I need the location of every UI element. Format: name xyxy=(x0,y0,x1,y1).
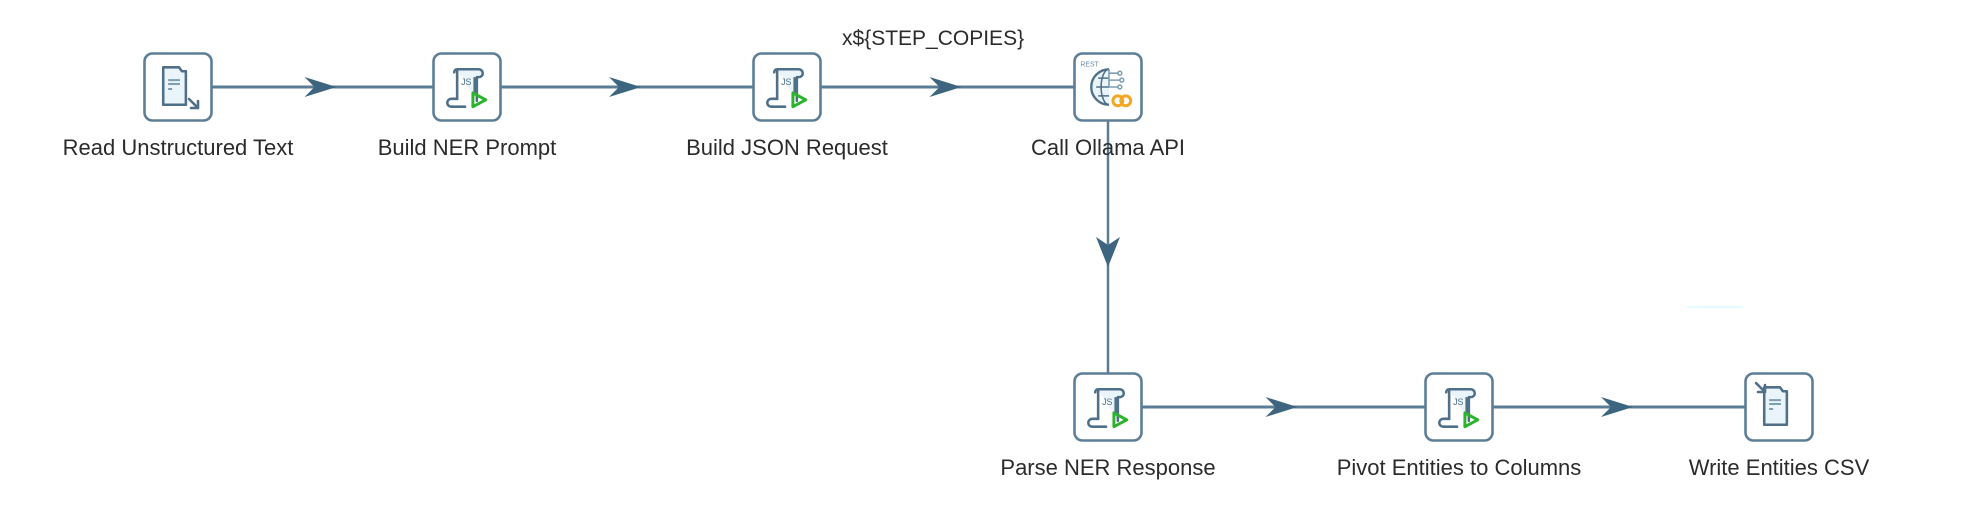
step-label-json-request: Build JSON Request xyxy=(686,135,888,160)
step-label-ner-prompt: Build NER Prompt xyxy=(377,135,557,160)
arrowhead-icon xyxy=(609,77,641,97)
arrowhead-icon xyxy=(1601,397,1633,417)
step-label-pivot: Pivot Entities to Columns xyxy=(1336,455,1582,480)
step-write[interactable] xyxy=(1744,372,1814,442)
step-label-write: Write Entities CSV xyxy=(1688,455,1870,480)
arrowhead-icon xyxy=(1265,397,1298,417)
output-arrow-icon xyxy=(1754,381,1767,394)
input-arrow-icon xyxy=(187,97,200,110)
hop-json_request-to-ollama[interactable] xyxy=(820,77,1075,97)
step-label-parse: Parse NER Response xyxy=(1000,455,1216,480)
hops-layer xyxy=(211,77,1746,417)
step-ollama[interactable] xyxy=(1073,52,1143,122)
step-json-request[interactable] xyxy=(752,52,822,122)
step-label-ollama: Call Ollama API xyxy=(1030,135,1186,160)
text-file-input-icon xyxy=(161,66,188,107)
hop-ollama-to-parse[interactable] xyxy=(1096,120,1120,374)
hop-pivot-to-write[interactable] xyxy=(1492,397,1746,417)
hop-ner_prompt-to-json_request[interactable] xyxy=(500,77,754,97)
step-copies-label: x${STEP_COPIES} xyxy=(842,27,1025,50)
step-label-read: Read Unstructured Text xyxy=(62,135,294,160)
step-pivot[interactable] xyxy=(1424,372,1494,442)
steps-layer xyxy=(143,52,1814,442)
hop-parse-to-pivot[interactable] xyxy=(1141,397,1426,417)
step-read[interactable] xyxy=(143,52,213,122)
text-file-output-icon xyxy=(1762,386,1789,427)
arrowhead-icon xyxy=(304,77,337,97)
hop-read-to-ner_prompt[interactable] xyxy=(211,77,434,97)
arrowhead-icon xyxy=(1096,237,1120,267)
step-ner-prompt[interactable] xyxy=(432,52,502,122)
arrowhead-icon xyxy=(929,77,962,97)
step-parse[interactable] xyxy=(1073,372,1143,442)
